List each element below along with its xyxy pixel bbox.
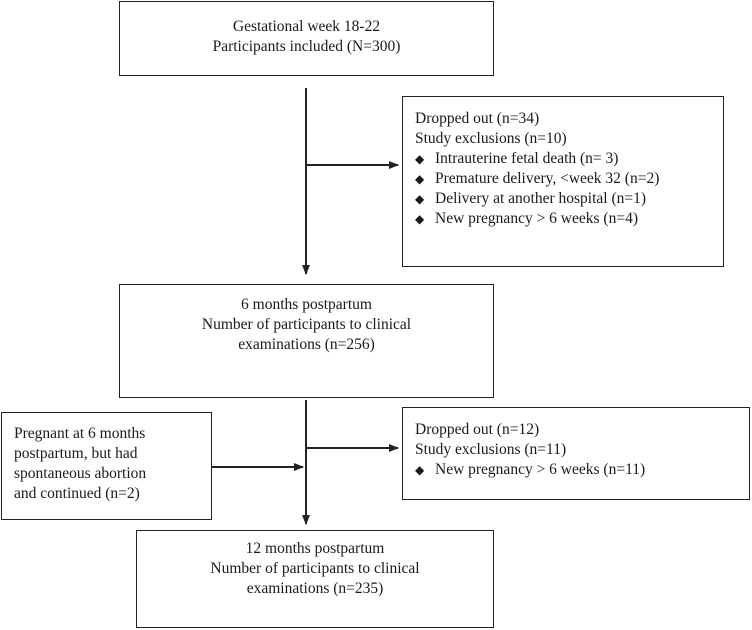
box-spontaneous-abortion: Pregnant at 6 months postpartum, but had… <box>1 412 212 520</box>
box-line: examinations (n=256) <box>238 336 375 353</box>
box-line: Study exclusions (n=10) <box>415 130 567 147</box>
box-line: Gestational week 18-22 <box>232 18 381 35</box>
box-line: Pregnant at 6 months <box>14 425 146 442</box>
box-line: Number of participants to clinical <box>210 560 420 577</box>
box-dropout-first: Dropped out (n=34) Study exclusions (n=1… <box>402 96 724 267</box>
box-line: 6 months postpartum <box>241 296 372 313</box>
box-line: spontaneous abortion <box>14 465 147 482</box>
bullet-item: ◆Intrauterine fetal death (n= 3) <box>415 150 619 167</box>
box-line: 12 months postpartum <box>245 540 385 557</box>
box-gestational-week: Gestational week 18-22 Participants incl… <box>119 1 494 76</box>
box-line: and continued (n=2) <box>14 485 140 502</box>
box-line: Number of participants to clinical <box>201 316 412 333</box>
box-line: Study exclusions (n=11) <box>415 441 567 458</box>
box-line: Participants included (N=300) <box>212 38 401 55</box>
diamond-bullet-icon: ◆ <box>415 192 425 206</box>
box-line: postpartum, but had <box>14 445 138 462</box>
diamond-bullet-icon: ◆ <box>415 172 425 186</box>
box-line: examinations (n=235) <box>246 580 384 597</box>
box-line: Dropped out (n=34) <box>415 110 540 127</box>
diamond-bullet-icon: ◆ <box>415 463 425 477</box>
box-line: Dropped out (n=12) <box>415 421 540 438</box>
bullet-item: ◆Delivery at another hospital (n=1) <box>415 190 647 207</box>
box-6-months: 6 months postpartum Number of participan… <box>119 284 494 398</box>
diamond-bullet-icon: ◆ <box>415 212 425 226</box>
bullet-item: ◆New pregnancy > 6 weeks (n=4) <box>415 210 638 227</box>
bullet-item: ◆Premature delivery, <week 32 (n=2) <box>415 170 660 187</box>
box-dropout-second: Dropped out (n=12) Study exclusions (n=1… <box>402 407 750 500</box>
bullet-item: ◆New pregnancy > 6 weeks (n=11) <box>415 461 646 478</box>
box-12-months: 12 months postpartum Number of participa… <box>136 530 494 628</box>
diamond-bullet-icon: ◆ <box>415 152 425 166</box>
